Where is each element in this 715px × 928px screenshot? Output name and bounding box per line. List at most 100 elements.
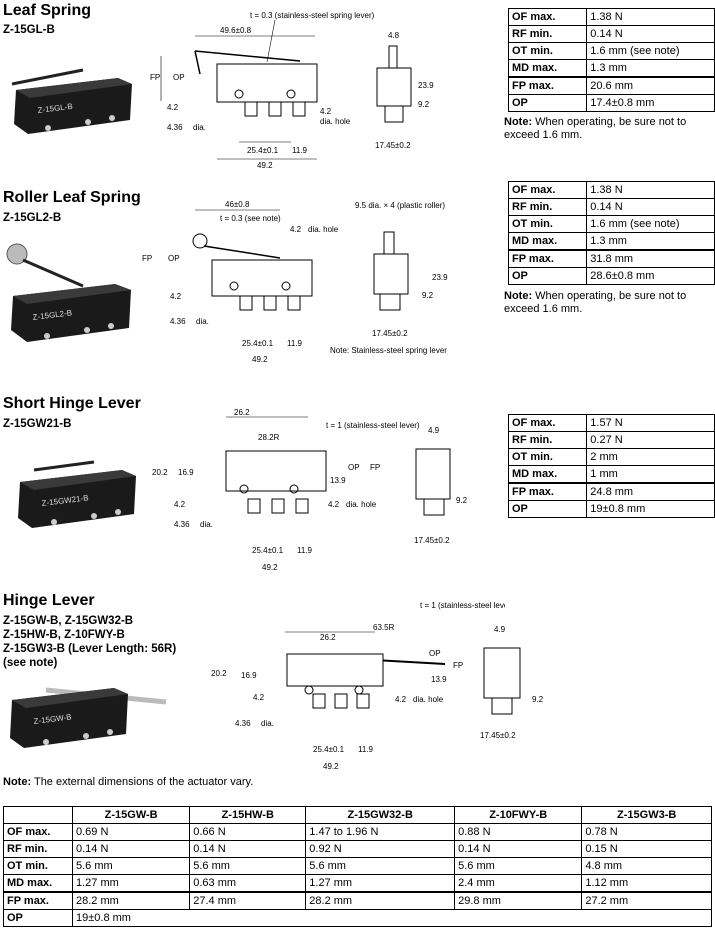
svg-text:9.5 dia. × 4 (plastic roller): 9.5 dia. × 4 (plastic roller) xyxy=(355,201,445,210)
spec-value: 17.4±0.8 mm xyxy=(586,94,715,112)
spec-key: RF min. xyxy=(507,431,588,449)
spec-value: 1.38 N xyxy=(586,8,715,26)
model-leaf-spring: Z-15GL-B xyxy=(3,24,55,36)
section-title-leaf-spring: Leaf Spring xyxy=(3,2,92,19)
spec-value: 19±0.8 mm xyxy=(586,500,715,518)
switch-photo-hinge-lever: Z-15GW-B xyxy=(6,676,171,769)
svg-text:t = 1 (stainless-steel lever): t = 1 (stainless-steel lever) xyxy=(326,421,420,430)
dimension-drawing-short-hinge-lever: 26.2 28.2R t = 1 (stainless-steel lever)… xyxy=(148,403,468,578)
model-hinge-lever-3: Z-15GW3-B (Lever Length: 56R) xyxy=(3,643,177,655)
svg-text:17.45±0.2: 17.45±0.2 xyxy=(414,536,450,545)
spec-key: FP max. xyxy=(507,482,588,501)
spec-value: 1.38 N xyxy=(586,181,715,199)
svg-text:23.9: 23.9 xyxy=(418,81,434,90)
svg-text:13.9: 13.9 xyxy=(330,476,346,485)
note-roller-leaf-spring: Note: When operating, be sure not to exc… xyxy=(504,290,687,315)
spec-value: 0.14 N xyxy=(586,198,715,216)
svg-text:dia.: dia. xyxy=(196,317,209,326)
svg-text:13.9: 13.9 xyxy=(431,675,447,684)
model-short-hinge-lever: Z-15GW21-B xyxy=(3,418,72,430)
spec-value: 0.14 N xyxy=(586,25,715,43)
svg-text:49.2: 49.2 xyxy=(257,161,273,170)
svg-text:FP: FP xyxy=(150,73,160,82)
note-leaf-spring: Note: When operating, be sure not to exc… xyxy=(504,116,687,141)
svg-text:4.36: 4.36 xyxy=(167,123,183,132)
svg-text:49.2: 49.2 xyxy=(323,762,339,771)
spec-key: MD max. xyxy=(507,59,588,78)
svg-text:4.2: 4.2 xyxy=(395,695,407,704)
svg-text:FP: FP xyxy=(142,254,152,263)
svg-text:4.2: 4.2 xyxy=(170,292,182,301)
spec-table-roller-leaf-spring: OF max.1.38 N RF min.0.14 N OT min.1.6 m… xyxy=(507,181,715,285)
hinge-lever-comparison-table: Z-15GW-B Z-15HW-B Z-15GW32-B Z-10FWY-B Z… xyxy=(3,806,712,927)
svg-text:49.2: 49.2 xyxy=(262,563,278,572)
svg-text:9.2: 9.2 xyxy=(418,100,430,109)
spec-value: 31.8 mm xyxy=(586,249,715,268)
spec-key: OF max. xyxy=(507,414,588,432)
svg-text:9.2: 9.2 xyxy=(456,496,468,505)
spec-key: MD max. xyxy=(507,465,588,484)
switch-photo-roller-leaf-spring: Z-15GL2-B xyxy=(3,236,138,366)
side-view-hinge-lever: 4.9 9.2 17.45±0.2 xyxy=(476,622,556,752)
column-header: Z-15HW-B xyxy=(189,806,307,824)
spec-key: RF min. xyxy=(507,198,588,216)
spec-value: 2 mm xyxy=(586,448,715,466)
section-title-roller-leaf-spring: Roller Leaf Spring xyxy=(3,189,141,206)
svg-text:4.2: 4.2 xyxy=(320,107,332,116)
svg-text:25.4±0.1: 25.4±0.1 xyxy=(242,339,274,348)
svg-text:26.2: 26.2 xyxy=(234,408,250,417)
svg-text:OP: OP xyxy=(168,254,180,263)
switch-photo-short-hinge-lever: Z-15GW21-B xyxy=(14,456,144,551)
svg-text:OP: OP xyxy=(173,73,185,82)
svg-text:FP: FP xyxy=(453,661,463,670)
model-hinge-lever-1: Z-15GW-B, Z-15GW32-B xyxy=(3,615,134,627)
model-hinge-lever-4: (see note) xyxy=(3,657,58,669)
spec-key: OP xyxy=(507,94,588,112)
svg-text:OP: OP xyxy=(429,649,441,658)
spec-key: OP xyxy=(507,267,588,285)
column-header: Z-10FWY-B xyxy=(454,806,583,824)
svg-text:17.45±0.2: 17.45±0.2 xyxy=(372,329,408,338)
svg-text:Note: Stainless-steel spring l: Note: Stainless-steel spring lever xyxy=(330,346,447,355)
spec-key: OF max. xyxy=(507,8,588,26)
spec-key: MD max. xyxy=(507,232,588,251)
svg-text:4.2: 4.2 xyxy=(328,500,340,509)
spec-key: OT min. xyxy=(507,42,588,60)
section-title-short-hinge-lever: Short Hinge Lever xyxy=(3,395,141,412)
spec-value: 28.6±0.8 mm xyxy=(586,267,715,285)
svg-text:4.36: 4.36 xyxy=(170,317,186,326)
svg-text:23.9: 23.9 xyxy=(432,273,448,282)
svg-text:16.9: 16.9 xyxy=(241,671,257,680)
model-hinge-lever-2: Z-15HW-B, Z-10FWY-B xyxy=(3,629,125,641)
spec-key: OP xyxy=(507,500,588,518)
spec-key: OT min. xyxy=(507,215,588,233)
column-header: Z-15GW32-B xyxy=(305,806,456,824)
dimension-drawing-hinge-lever: t = 1 (stainless-steel lever) 26.2 63.5R… xyxy=(205,598,514,778)
svg-text:OP: OP xyxy=(348,463,360,472)
svg-text:11.9: 11.9 xyxy=(297,546,313,555)
svg-text:dia.: dia. xyxy=(193,123,206,132)
svg-text:FP: FP xyxy=(370,463,380,472)
spec-key: OF max. xyxy=(507,181,588,199)
svg-text:4.9: 4.9 xyxy=(494,625,506,634)
svg-text:t = 0.3 (see note): t = 0.3 (see note) xyxy=(220,214,281,223)
spec-key: FP max. xyxy=(507,76,588,95)
svg-text:dia. hole: dia. hole xyxy=(320,117,351,126)
spec-value: 1.3 mm xyxy=(586,232,715,251)
spec-value: 1.57 N xyxy=(586,414,715,432)
table-row: OP 19±0.8 mm xyxy=(3,909,712,927)
svg-text:4.36: 4.36 xyxy=(174,520,190,529)
spec-value: 1.6 mm (see note) xyxy=(586,42,715,60)
section-title-hinge-lever: Hinge Lever xyxy=(3,592,95,609)
spec-table-leaf-spring: OF max.1.38 N RF min.0.14 N OT min.1.6 m… xyxy=(507,8,715,112)
svg-text:4.2: 4.2 xyxy=(290,225,302,234)
svg-text:11.9: 11.9 xyxy=(287,339,303,348)
dimension-drawing-leaf-spring: t = 0.3 (stainless-steel spring lever) 4… xyxy=(145,6,445,181)
spec-key: FP max. xyxy=(507,249,588,268)
svg-text:26.2: 26.2 xyxy=(320,633,336,642)
spec-value: 1 mm xyxy=(586,465,715,484)
